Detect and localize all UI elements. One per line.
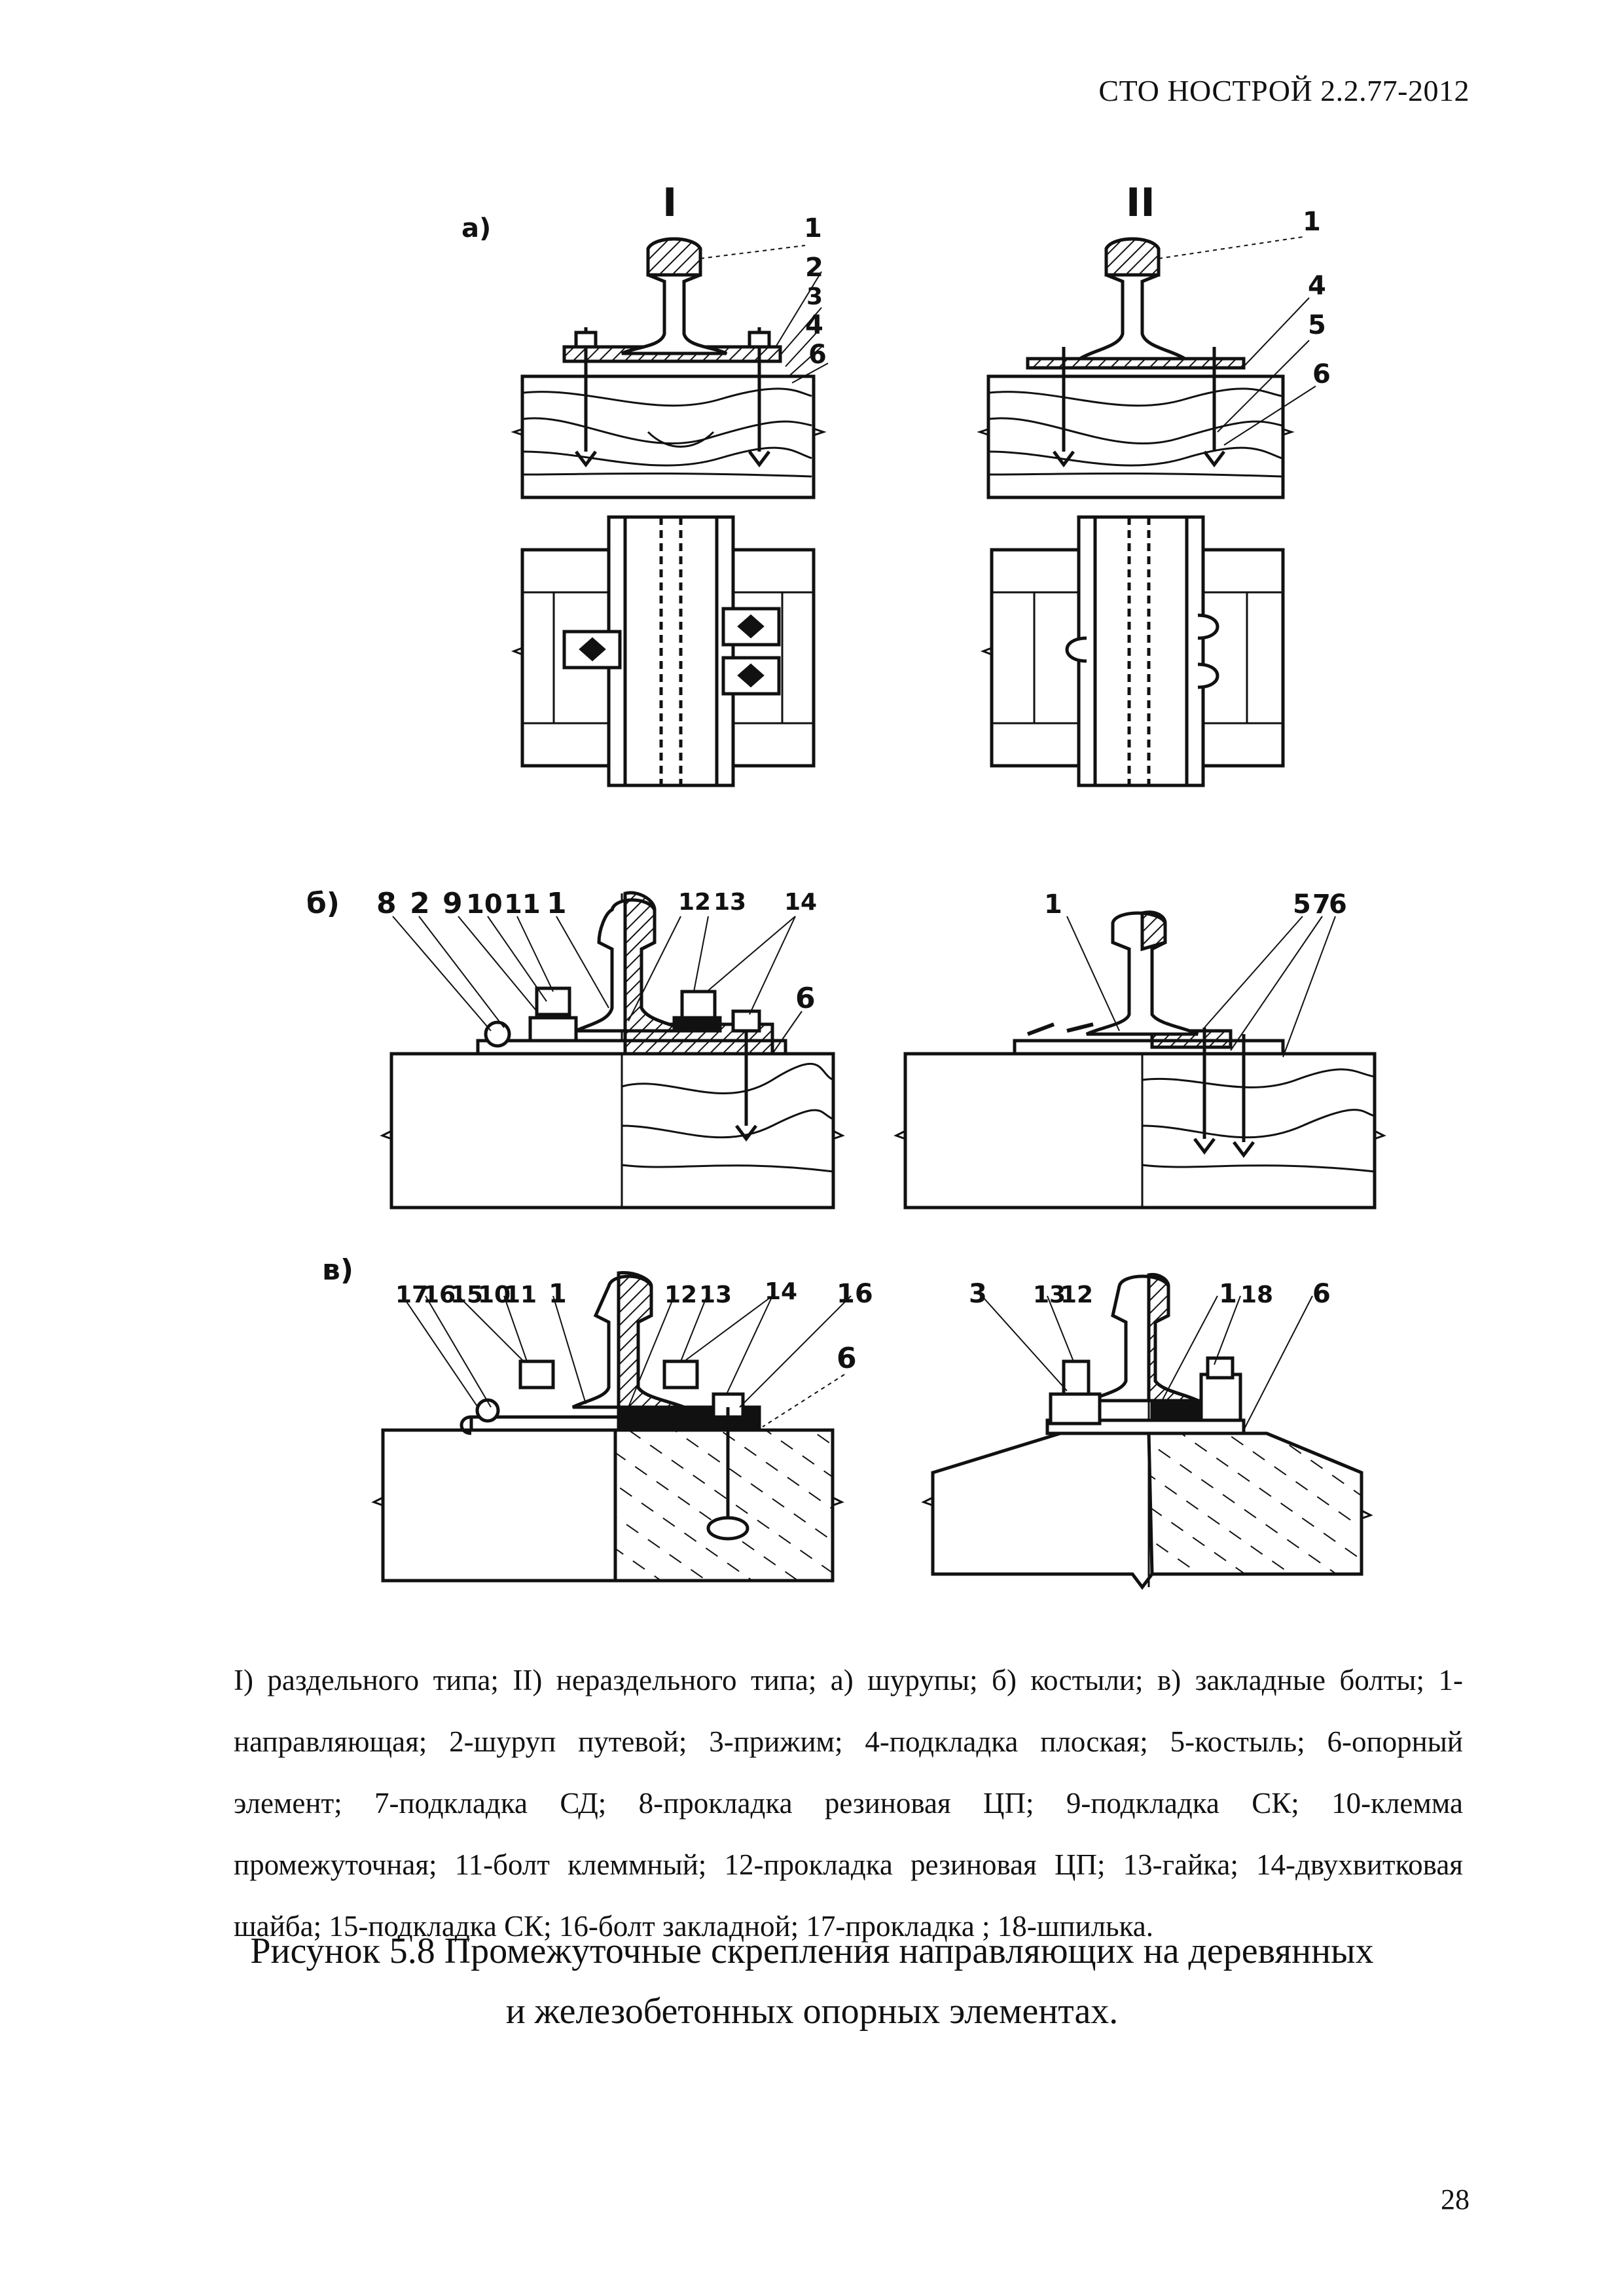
a-II-callout-6: 6 — [1312, 359, 1331, 389]
v-left-callout-14: 14 — [765, 1278, 797, 1305]
v-right-callout-13: 13 — [1033, 1282, 1066, 1308]
b-right-callout-5: 5 — [1293, 889, 1311, 920]
a-I-callout-6: 6 — [808, 340, 827, 370]
panel-a-I-section — [511, 237, 829, 499]
v-right-callout-6: 6 — [1312, 1279, 1331, 1309]
b-left-callout-10: 10 — [466, 889, 503, 920]
b-left-callout-1: 1 — [547, 887, 567, 920]
a-I-callout-3: 3 — [806, 283, 823, 310]
figure-legend: I) раздельного типа; II) нераздельного т… — [234, 1664, 1463, 1943]
v-left-callout-16: 16 — [423, 1282, 456, 1308]
v-right-callout-12: 12 — [1060, 1282, 1093, 1308]
v-left-callout-15: 15 — [450, 1282, 483, 1308]
v-left-callout-10: 10 — [478, 1282, 511, 1308]
b-left-callout-14: 14 — [784, 889, 817, 916]
panel-v-left-drawing — [371, 1271, 852, 1583]
b-left-callout-13: 13 — [713, 889, 746, 916]
b-right-callout-7: 7 — [1312, 889, 1331, 920]
v-left-callout-12: 12 — [664, 1282, 697, 1308]
v-left-callout-16b: 16 — [837, 1279, 873, 1309]
a-II-callout-5: 5 — [1308, 310, 1326, 340]
b-left-callout-8: 8 — [376, 887, 397, 920]
panel-b-label: б) — [306, 887, 340, 920]
panel-v-right-drawing — [921, 1272, 1373, 1590]
document-code-header: СТО НОСТРОЙ 2.2.77-2012 — [1098, 74, 1470, 107]
b-left-callout-6: 6 — [795, 982, 816, 1015]
panel-a-I-plan — [511, 515, 816, 787]
v-left-callout-1: 1 — [549, 1279, 567, 1309]
a-I-callout-1: 1 — [804, 213, 822, 243]
figure-title-line-1: Рисунок 5.8 Промежуточные скрепления нап… — [250, 1931, 1374, 1971]
panel-a-II-section — [977, 236, 1316, 499]
v-right-callout-3: 3 — [969, 1279, 987, 1309]
column-II-label: II — [1126, 180, 1155, 226]
page-number: 28 — [1441, 2183, 1470, 2215]
panel-a-label: а) — [461, 213, 491, 243]
b-left-callout-11: 11 — [504, 889, 541, 920]
column-I-label: I — [662, 180, 677, 226]
a-II-callout-1: 1 — [1303, 207, 1321, 237]
b-left-callout-12: 12 — [678, 889, 711, 916]
v-right-callout-1: 1 — [1219, 1279, 1237, 1309]
b-right-callout-1: 1 — [1044, 889, 1062, 920]
b-right-callout-6: 6 — [1329, 889, 1347, 920]
v-right-callout-18: 18 — [1240, 1282, 1273, 1308]
figure-title: Рисунок 5.8 Промежуточные скрепления нап… — [0, 1921, 1624, 2041]
v-left-callout-6: 6 — [837, 1342, 857, 1375]
a-I-callout-2: 2 — [805, 253, 823, 283]
panel-b-left-drawing — [380, 891, 845, 1210]
v-left-callout-13: 13 — [699, 1282, 732, 1308]
rail-fastening-figure: а) I II б) в) 1 2 3 4 6 — [306, 180, 1386, 1590]
panel-v-label: в) — [322, 1253, 353, 1287]
a-II-callout-4: 4 — [1308, 271, 1326, 301]
a-I-callout-4: 4 — [805, 310, 823, 340]
figure-title-line-2: и железобетонных опорных элементах. — [505, 1991, 1119, 2032]
panel-b-right-drawing — [893, 910, 1386, 1210]
v-left-callout-17: 17 — [395, 1282, 428, 1308]
v-left-callout-11: 11 — [504, 1282, 537, 1308]
b-left-callout-9: 9 — [442, 887, 463, 920]
b-left-callout-2: 2 — [410, 887, 430, 920]
panel-a-II-plan — [980, 515, 1285, 787]
